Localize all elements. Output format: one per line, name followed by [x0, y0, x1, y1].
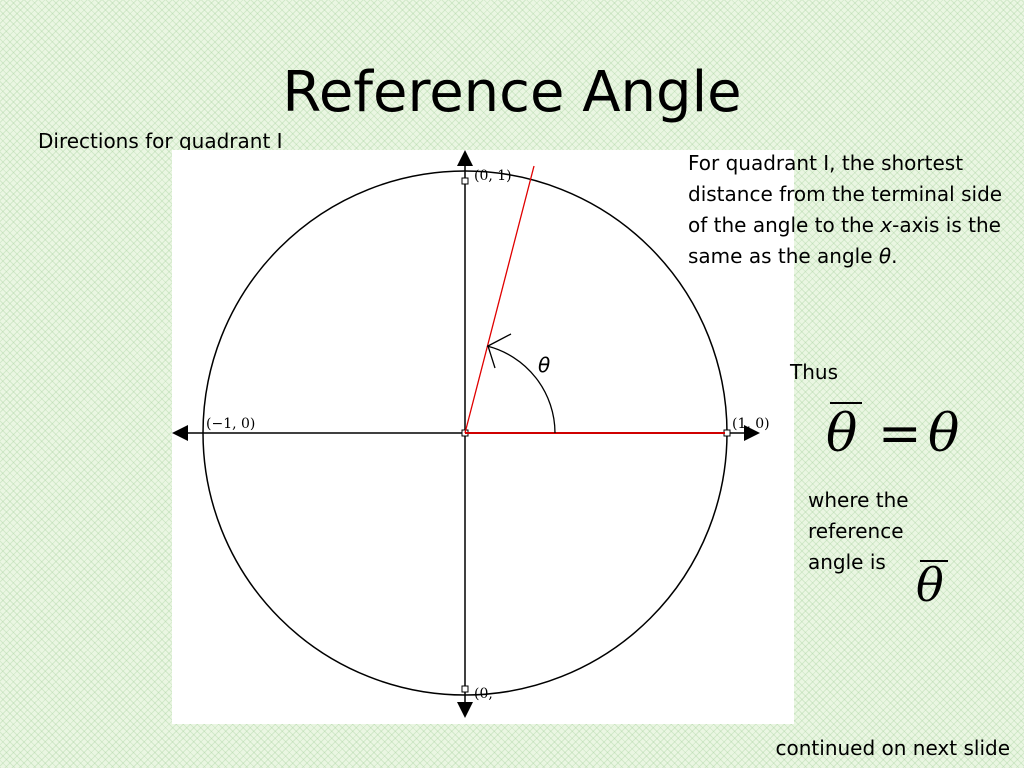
explanation-x: x	[880, 213, 893, 237]
reference-theta: θ	[916, 558, 944, 612]
angle-label: θ	[538, 353, 550, 377]
y-axis-top-arrow-icon	[457, 150, 473, 166]
label-point-bottom: (0,	[474, 686, 493, 702]
x-axis-left-arrow-icon	[172, 425, 188, 441]
point-top-marker	[461, 177, 469, 185]
where-text: where the reference angle is	[808, 488, 909, 574]
equation-lhs: θ	[826, 404, 858, 464]
unit-circle-diagram: (0, 1) (−1, 0) (1, 0) (0, θ	[172, 150, 770, 718]
equation-rhs: θ	[928, 404, 960, 464]
reference-angle-equation: θ = θ	[820, 396, 980, 476]
equation-equals: =	[878, 404, 922, 464]
label-point-top: (0, 1)	[474, 168, 512, 184]
explanation-end: .	[891, 244, 898, 268]
angle-arc	[486, 345, 556, 434]
slide-title: Reference Angle	[282, 60, 742, 125]
reference-angle-symbol: θ	[912, 556, 962, 620]
footer-note: continued on next slide	[775, 736, 1010, 760]
slide-subtitle: Directions for quadrant I	[38, 129, 283, 153]
overline-bar	[830, 402, 862, 404]
explanation-part-2: -axis is the same as the angle	[688, 213, 1001, 268]
label-point-right: (1, 0)	[732, 416, 770, 432]
label-point-left: (−1, 0)	[206, 416, 255, 432]
explanation-text: For quadrant I, the shortest distance fr…	[688, 148, 1008, 272]
angle-arc-arrow-icon	[487, 333, 512, 369]
explanation-theta: θ	[878, 244, 892, 268]
thus-label: Thus	[790, 360, 838, 384]
point-bottom-marker	[461, 685, 469, 693]
terminal-side	[464, 165, 535, 434]
y-axis-bottom-arrow-icon	[457, 702, 473, 718]
unit-circle-figure: (0, 1) (−1, 0) (1, 0) (0, θ	[172, 150, 794, 724]
reference-overline-bar	[920, 560, 948, 562]
x-axis-right-arrow-icon	[744, 425, 760, 441]
explanation-part-1: For quadrant I, the shortest distance fr…	[688, 151, 1003, 237]
